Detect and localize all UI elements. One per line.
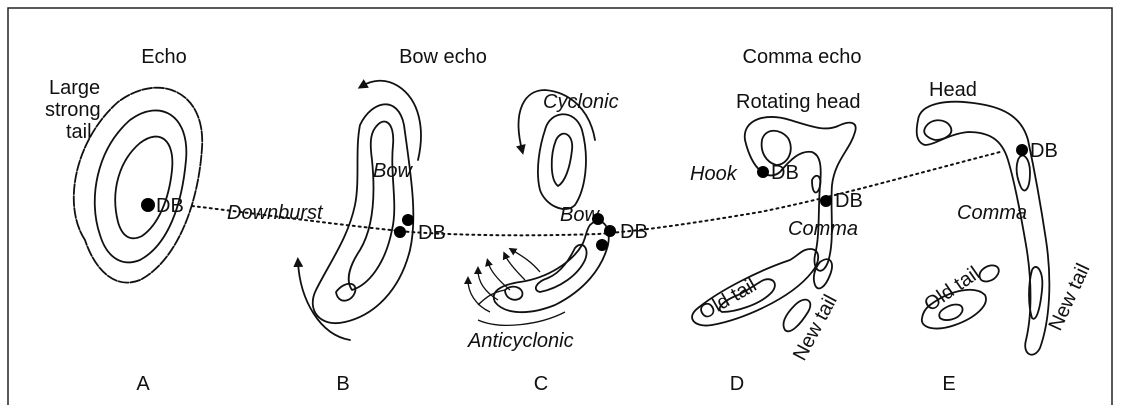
panel-c-lower-core [536, 245, 587, 292]
panel-a-middle-contour [95, 110, 187, 262]
panel-a-db-marker [141, 198, 155, 212]
panel-b-tail-cell [336, 284, 355, 301]
panel-c-anticyclonic-label: Anticyclonic [467, 330, 574, 352]
panel-c-anticyclonic-arrow-5 [468, 280, 490, 312]
panel-c-inflow-line-2 [478, 290, 505, 305]
panel-a-letter: A [136, 373, 150, 395]
heading-echo: Echo [141, 46, 187, 68]
panel-d-old-tail-label: Old tail [696, 274, 761, 324]
panel-e-db-marker [1016, 144, 1028, 156]
panel-c-db-label: DB [620, 221, 648, 243]
panel-c-bow-echo: Cyclonic Bow Anticyclonic DB C [467, 90, 648, 395]
panel-d-comma-label: Comma [788, 218, 858, 240]
panel-c-db-marker-3 [596, 239, 608, 251]
panel-c-anticyclonic-arrow-1 [512, 250, 540, 272]
panel-e-db-label: DB [1030, 140, 1058, 162]
panel-a-label-tail: tail [66, 121, 92, 143]
panel-b-bow-echo: Bow DB B [298, 81, 446, 395]
panel-c-cyclonic-label: Cyclonic [543, 91, 619, 113]
panel-b-bow-label: Bow [373, 160, 413, 182]
panel-a-inner-contour [115, 137, 172, 239]
heading-bow-echo: Bow echo [399, 46, 487, 68]
panel-b-outer-contour [313, 104, 414, 323]
panel-a-label-strong: strong [45, 99, 101, 121]
panel-e-letter: E [942, 373, 955, 395]
panel-d-db-label: DB [835, 190, 863, 212]
panel-c-upper-contour [538, 114, 586, 209]
panel-e-head-core [924, 120, 951, 140]
panel-c-inflow-line [478, 312, 565, 325]
panel-b-db-marker-2 [394, 226, 406, 238]
panel-e-comma-label: Comma [957, 202, 1027, 224]
panel-a-db-label: DB [156, 195, 184, 217]
panel-e-head-label: Head [929, 79, 977, 101]
panel-d-db-marker [820, 195, 832, 207]
panel-e-new-tail-label: New tail [1045, 260, 1095, 334]
panel-c-db-marker-1 [592, 213, 604, 225]
panel-c-letter: C [534, 373, 548, 395]
panel-c-anticyclonic-arrow-2 [505, 255, 525, 280]
panel-d-hook-core [762, 131, 791, 165]
heading-comma-echo: Comma echo [743, 46, 862, 68]
panel-d-hook-db-marker [757, 166, 769, 178]
panel-b-db-label: DB [418, 222, 446, 244]
panel-e-comma-echo: Head DB Comma Old tail New tail E [917, 79, 1095, 395]
panel-c-db-marker-2 [604, 225, 616, 237]
panel-a-echo: DB Large strong tail Downburst A [45, 77, 324, 395]
panel-c-upper-core [552, 134, 572, 186]
panel-b-letter: B [336, 373, 349, 395]
panel-b-db-marker-1 [402, 214, 414, 226]
panel-e-comma-core-upper [1017, 156, 1030, 191]
panel-d-hook-db-label: DB [771, 162, 799, 184]
panel-d-letter: D [730, 373, 744, 395]
panel-d-comma-echo: Rotating head Hook DB DB Comma Old tail … [690, 91, 863, 395]
panel-a-label-large: Large [49, 77, 100, 99]
panel-d-rotating-head-label: Rotating head [736, 91, 861, 113]
panel-d-small-cell [812, 176, 820, 193]
panel-d-hook-label: Hook [690, 163, 738, 185]
